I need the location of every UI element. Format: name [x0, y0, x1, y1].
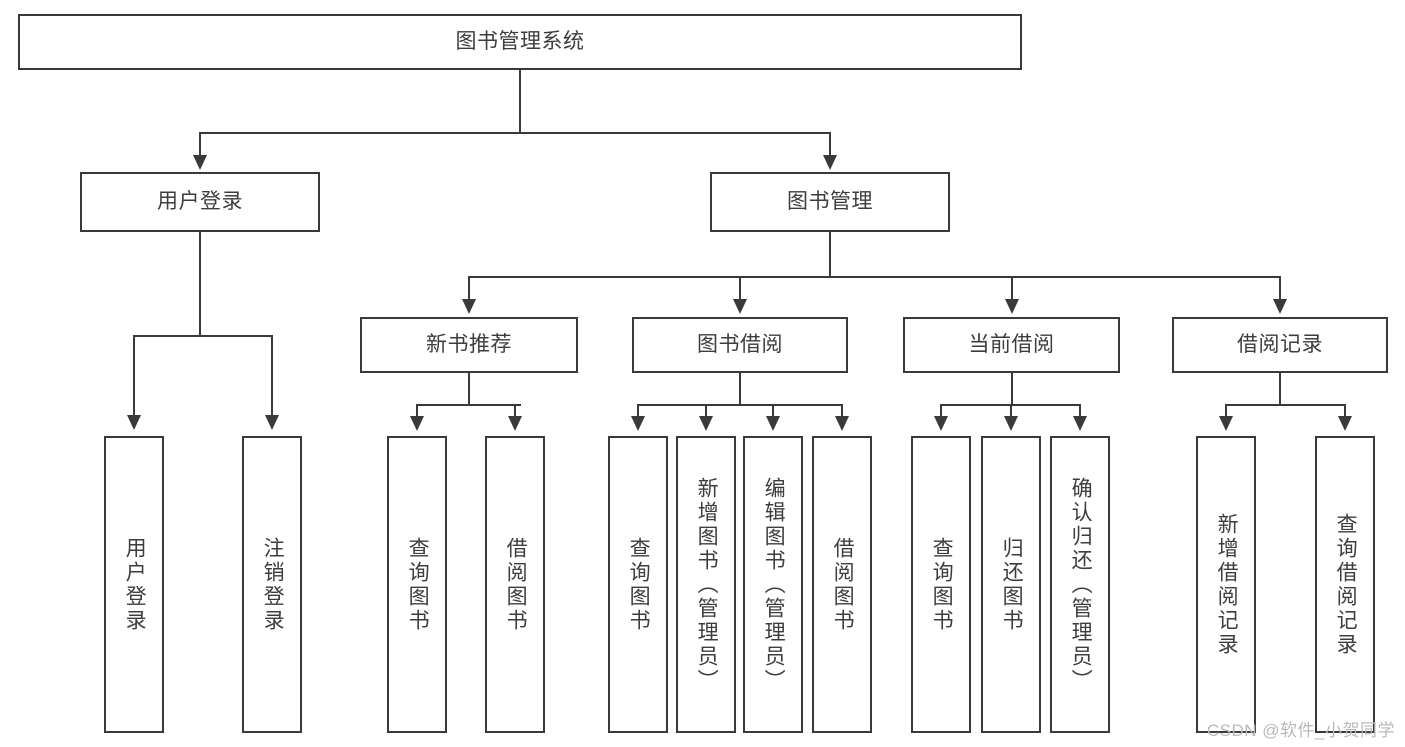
node-leaf-return-book[interactable]: 归还图书: [981, 436, 1041, 733]
arrowhead-icon-bb-leaf-1: [631, 416, 645, 431]
node-label: 查询图书: [627, 536, 651, 633]
node-leaf-query-borrow-record[interactable]: 查询借阅记录: [1315, 436, 1375, 733]
connector-cb-drop-3: [1079, 404, 1081, 418]
connector-bb-drop-1: [637, 404, 639, 418]
connector-root-stem: [519, 70, 521, 133]
connector-book-borrow-stem: [739, 373, 741, 406]
node-user-login[interactable]: 用户登录: [80, 172, 320, 232]
connector-new-book-recommend-bar: [416, 404, 521, 406]
arrowhead-icon-br-leaf-1: [1219, 416, 1233, 431]
connector-borrow-record-stem: [1279, 373, 1281, 406]
arrowhead-icon-user-login-leaf-1: [127, 415, 141, 430]
node-label: 查询图书: [930, 536, 954, 633]
arrowhead-icon-bb-leaf-2: [699, 416, 713, 431]
connector-cb-drop-1: [940, 404, 942, 418]
node-label: 注销登录: [261, 536, 285, 633]
node-leaf-borrow-book-recommend[interactable]: 借阅图书: [485, 436, 545, 733]
node-leaf-add-book-admin[interactable]: 新增图书（管理员）: [676, 436, 736, 733]
arrowhead-icon-cb-leaf-3: [1073, 416, 1087, 431]
node-book-management[interactable]: 图书管理: [710, 172, 950, 232]
node-leaf-add-borrow-record[interactable]: 新增借阅记录: [1196, 436, 1256, 733]
connector-nbr-drop-1: [416, 404, 418, 418]
node-leaf-borrow-book[interactable]: 借阅图书: [812, 436, 872, 733]
node-label: 图书借阅: [697, 333, 783, 357]
node-label: 编辑图书（管理员）: [762, 476, 786, 693]
node-label: 查询借阅记录: [1334, 512, 1358, 657]
connector-user-login-bar: [133, 335, 272, 337]
arrowhead-icon-cb-leaf-1: [934, 416, 948, 431]
node-label: 确认归还（管理员）: [1069, 476, 1093, 693]
node-label: 图书管理系统: [455, 30, 585, 54]
node-label: 用户登录: [123, 536, 147, 633]
arrowhead-icon-br-leaf-2: [1338, 416, 1352, 431]
node-current-borrow[interactable]: 当前借阅: [903, 317, 1120, 373]
watermark-text: CSDN @软件_小贺同学: [1206, 721, 1395, 740]
node-leaf-user-login[interactable]: 用户登录: [104, 436, 164, 733]
connector-root-drop-1: [199, 132, 201, 157]
connector-new-book-recommend-stem: [468, 373, 470, 406]
node-leaf-logout[interactable]: 注销登录: [242, 436, 302, 733]
connector-book-borrow-bar: [637, 404, 842, 406]
arrowhead-icon-to-borrow-record: [1273, 299, 1287, 314]
arrowhead-icon-bb-leaf-3: [766, 416, 780, 431]
node-leaf-edit-book-admin[interactable]: 编辑图书（管理员）: [743, 436, 803, 733]
connector-book-management-drop-4: [1279, 276, 1281, 301]
node-leaf-query-book-borrow[interactable]: 查询图书: [608, 436, 668, 733]
node-label: 归还图书: [1000, 536, 1024, 633]
connector-book-management-stem: [829, 232, 831, 277]
connector-br-drop-2: [1344, 404, 1346, 418]
node-label: 新增图书（管理员）: [695, 476, 719, 693]
connector-book-management-drop-2: [739, 276, 741, 301]
connector-root-bar: [199, 132, 831, 134]
connector-current-borrow-stem: [1011, 373, 1013, 406]
node-root-library-management-system[interactable]: 图书管理系统: [18, 14, 1022, 70]
node-label: 借阅记录: [1237, 333, 1323, 357]
connector-user-login-drop-2: [271, 335, 273, 417]
node-new-book-recommend[interactable]: 新书推荐: [360, 317, 578, 373]
connector-book-management-drop-3: [1011, 276, 1013, 301]
arrowhead-icon-root-to-book-management: [823, 155, 837, 170]
connector-book-management-drop-1: [468, 276, 470, 301]
connector-user-login-stem: [199, 232, 201, 336]
arrowhead-icon-user-login-leaf-2: [265, 415, 279, 430]
node-leaf-confirm-return-admin[interactable]: 确认归还（管理员）: [1050, 436, 1110, 733]
node-book-borrow[interactable]: 图书借阅: [632, 317, 848, 373]
connector-book-management-bar: [468, 276, 1280, 278]
arrowhead-icon-to-book-borrow: [733, 299, 747, 314]
arrowhead-icon-nbr-leaf-1: [410, 416, 424, 431]
arrowhead-icon-nbr-leaf-2: [508, 416, 522, 431]
connector-user-login-drop-1: [133, 335, 135, 417]
connector-br-drop-1: [1225, 404, 1227, 418]
node-label: 借阅图书: [831, 536, 855, 633]
connector-bb-drop-4: [841, 404, 843, 418]
node-label: 用户登录: [157, 190, 243, 214]
connector-root-drop-2: [829, 132, 831, 157]
arrowhead-icon-cb-leaf-2: [1004, 416, 1018, 431]
node-label: 图书管理: [787, 190, 873, 214]
connector-bb-drop-3: [772, 404, 774, 418]
connector-bb-drop-2: [705, 404, 707, 418]
connector-borrow-record-bar: [1225, 404, 1345, 406]
node-label: 新增借阅记录: [1215, 512, 1239, 657]
node-label: 借阅图书: [504, 536, 528, 633]
connector-nbr-drop-2: [514, 404, 516, 418]
node-borrow-record[interactable]: 借阅记录: [1172, 317, 1388, 373]
arrowhead-icon-to-current-borrow: [1005, 299, 1019, 314]
arrowhead-icon-to-new-book-recommend: [462, 299, 476, 314]
node-leaf-query-book-recommend[interactable]: 查询图书: [387, 436, 447, 733]
arrowhead-icon-root-to-user-login: [193, 155, 207, 170]
arrowhead-icon-bb-leaf-4: [835, 416, 849, 431]
node-label: 当前借阅: [968, 333, 1055, 357]
node-label: 查询图书: [406, 536, 430, 633]
node-leaf-query-book-current[interactable]: 查询图书: [911, 436, 971, 733]
connector-cb-drop-2: [1010, 404, 1012, 418]
node-label: 新书推荐: [426, 333, 512, 357]
